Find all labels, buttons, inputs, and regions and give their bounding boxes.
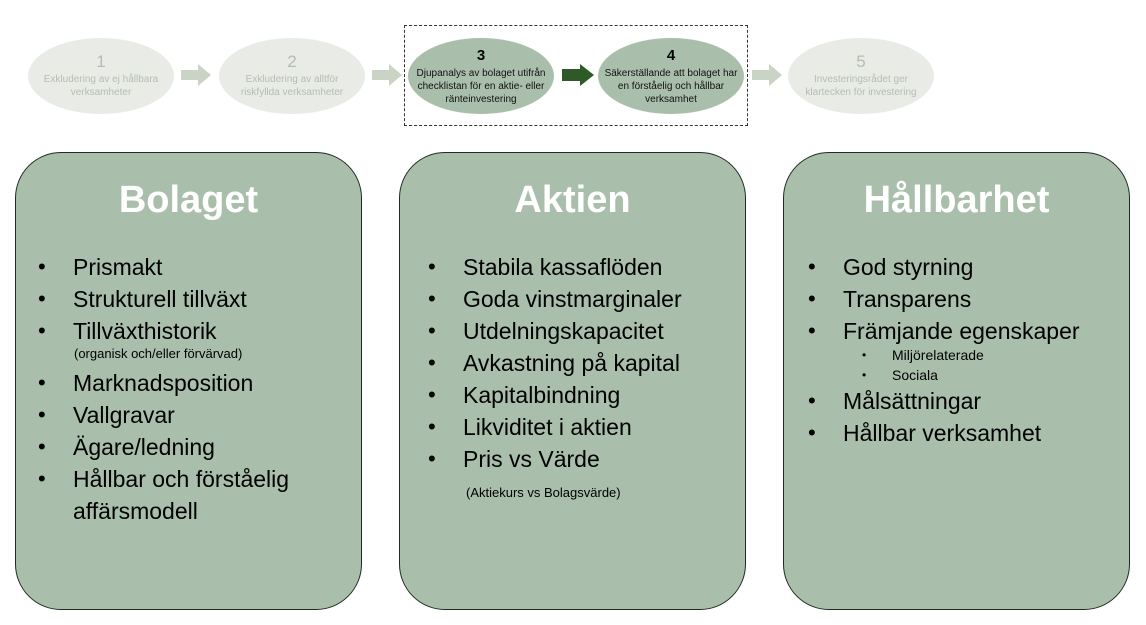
step-text: Djupanalys av bolaget utifrån checklista… (416, 67, 546, 105)
process-step-3: 3 Djupanalys av bolaget utifrån checklis… (408, 38, 554, 114)
list-item: Strukturell tillväxt (38, 283, 353, 315)
card-hallbarhet: Hållbarhet God styrning Transparens Främ… (783, 152, 1130, 610)
list-item: God styrning (808, 251, 1121, 283)
list-item: Likviditet i aktien (428, 411, 737, 443)
list-item: Hållbar och förståelig affärsmodell (38, 463, 353, 527)
focus-box (404, 25, 748, 126)
process-step-1: 1 Exkludering av ej hållbara verksamhete… (28, 38, 174, 114)
card-title: Hållbarhet (863, 179, 1050, 221)
list-item: Tillväxthistorik (organisk och/eller för… (38, 315, 353, 364)
criteria-list: Prismakt Strukturell tillväxt Tillväxthi… (38, 251, 353, 527)
step-text: Investeringsrådet ger klartecken för inv… (805, 74, 917, 98)
list-item: Främjande egenskaper (808, 315, 1121, 347)
step-number: 5 (856, 52, 866, 71)
arrow-right-icon (562, 64, 594, 86)
list-item: Vallgravar (38, 399, 353, 431)
criteria-list: God styrning Transparens Främjande egens… (808, 251, 1121, 347)
list-item: Målsättningar (808, 385, 1121, 417)
sub-list-item: Sociala (862, 365, 984, 385)
list-item: Prismakt (38, 251, 353, 283)
process-step-5: 5 Investeringsrådet ger klartecken för i… (788, 38, 934, 114)
list-item: Pris vs Värde (428, 443, 737, 475)
card-bolaget: Bolaget Prismakt Strukturell tillväxt Ti… (15, 152, 362, 610)
arrow-right-icon (752, 64, 782, 86)
sub-list-item: Miljörelaterade (862, 345, 984, 365)
step-number: 1 (96, 52, 106, 71)
arrow-right-icon (372, 64, 402, 86)
process-step-2: 2 Exkludering av alltför riskfyllda verk… (219, 38, 365, 114)
list-item: Kapitalbindning (428, 379, 737, 411)
step-number: 3 (476, 46, 486, 64)
criteria-list: Stabila kassaflöden Goda vinstmarginaler… (428, 251, 737, 475)
list-item: Ägare/ledning (38, 431, 353, 463)
criteria-list-continued: Målsättningar Hållbar verksamhet (808, 385, 1121, 449)
list-item: Avkastning på kapital (428, 347, 737, 379)
list-item: Marknadsposition (38, 367, 353, 399)
list-item-label: Främjande egenskaper (843, 318, 1080, 344)
list-item: Stabila kassaflöden (428, 251, 737, 283)
card-aktien: Aktien Stabila kassaflöden Goda vinstmar… (399, 152, 746, 610)
list-item: Goda vinstmarginaler (428, 283, 737, 315)
card-title: Bolaget (118, 179, 259, 221)
card-title: Aktien (514, 179, 631, 221)
list-item: Transparens (808, 283, 1121, 315)
process-step-4: 4 Säkerställande att bolaget har en förs… (598, 38, 744, 114)
step-number: 4 (666, 46, 676, 64)
list-note: (Aktiekurs vs Bolagsvärde) (466, 485, 621, 500)
step-number: 2 (287, 52, 297, 71)
arrow-right-icon (181, 64, 211, 86)
sub-list: Miljörelaterade Sociala (784, 345, 984, 385)
list-item-note: (organisk och/eller förvärvad) (74, 346, 243, 361)
step-text: Exkludering av alltför riskfyllda verksa… (240, 74, 344, 98)
step-text: Exkludering av ej hållbara verksamheter (43, 74, 159, 98)
list-item: Hållbar verksamhet (808, 417, 1121, 449)
step-text: Säkerställande att bolaget har en förstå… (604, 67, 738, 105)
list-item: Utdelningskapacitet (428, 315, 737, 347)
list-item-label: Tillväxthistorik (73, 318, 217, 344)
